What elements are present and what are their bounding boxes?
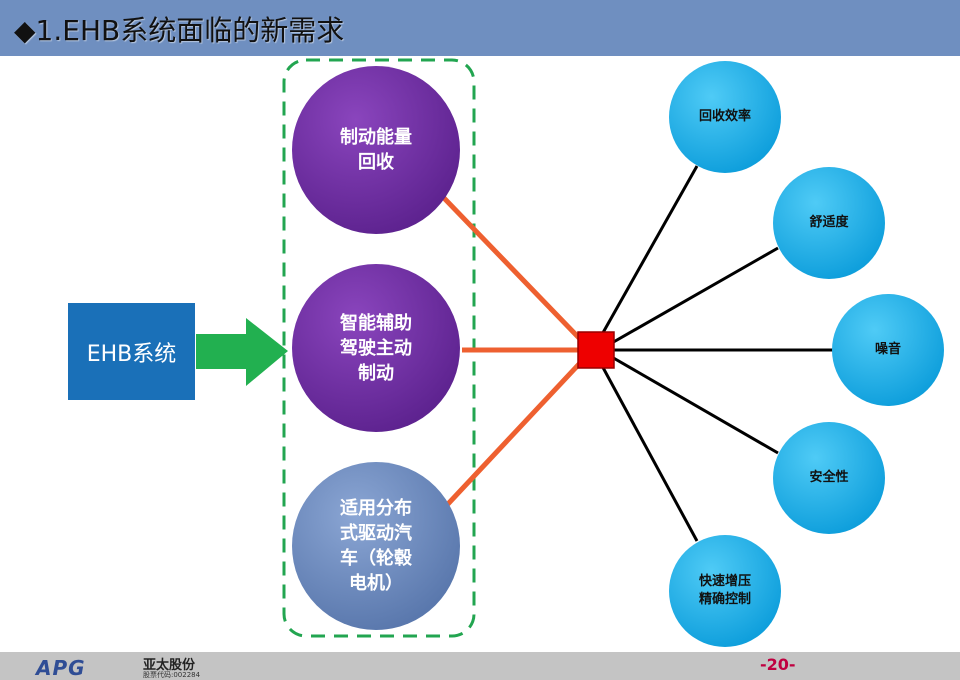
connector-requirement-1	[441, 195, 583, 342]
hub-node	[577, 331, 615, 369]
requirement-circle-1	[292, 66, 460, 234]
requirement-circle-2	[292, 264, 460, 432]
aspect-circle-2	[773, 167, 885, 279]
aspect-label-5: 快速增压 精确控制	[698, 574, 751, 607]
company-name: 亚太股份	[143, 658, 196, 673]
connector-aspect-5	[598, 361, 699, 542]
page-number: -20-	[760, 655, 796, 674]
aspect-label-3: 噪音	[874, 342, 901, 357]
aspect-circle-1	[669, 61, 781, 173]
page-title: ◆1.EHB系统面临的新需求	[14, 14, 345, 47]
aspect-label-4: 安全性	[809, 470, 849, 485]
requirement-circle-3	[292, 462, 460, 630]
connector-aspect-2	[609, 246, 779, 346]
company-logo: APG	[36, 656, 86, 680]
aspect-circle-5	[669, 535, 781, 647]
connector-requirement-3	[445, 360, 583, 507]
ehb-system-box: EHB系统	[68, 303, 195, 400]
ehb-system-label: EHB系统	[86, 341, 177, 367]
aspect-circle-3	[832, 294, 944, 406]
requirement-label-3: 适用分布 式驱动汽 车（轮毂 电机）	[340, 498, 412, 594]
footer-bar: APG 亚太股份 股票代码:002284 -20-	[0, 652, 960, 680]
header-bar: ◆1.EHB系统面临的新需求	[0, 0, 960, 56]
aspect-label-1: 回收效率	[698, 109, 751, 124]
requirement-label-1: 制动能量 回收	[340, 127, 412, 173]
arrow-icon	[196, 318, 288, 386]
connector-aspect-4	[609, 354, 779, 455]
aspect-circle-4	[773, 422, 885, 534]
stock-code: 股票代码:002284	[143, 671, 201, 679]
requirement-label-2: 智能辅助 驾驶主动 制动	[340, 312, 412, 384]
aspect-label-2: 舒适度	[809, 215, 849, 230]
connector-aspect-1	[598, 165, 699, 339]
